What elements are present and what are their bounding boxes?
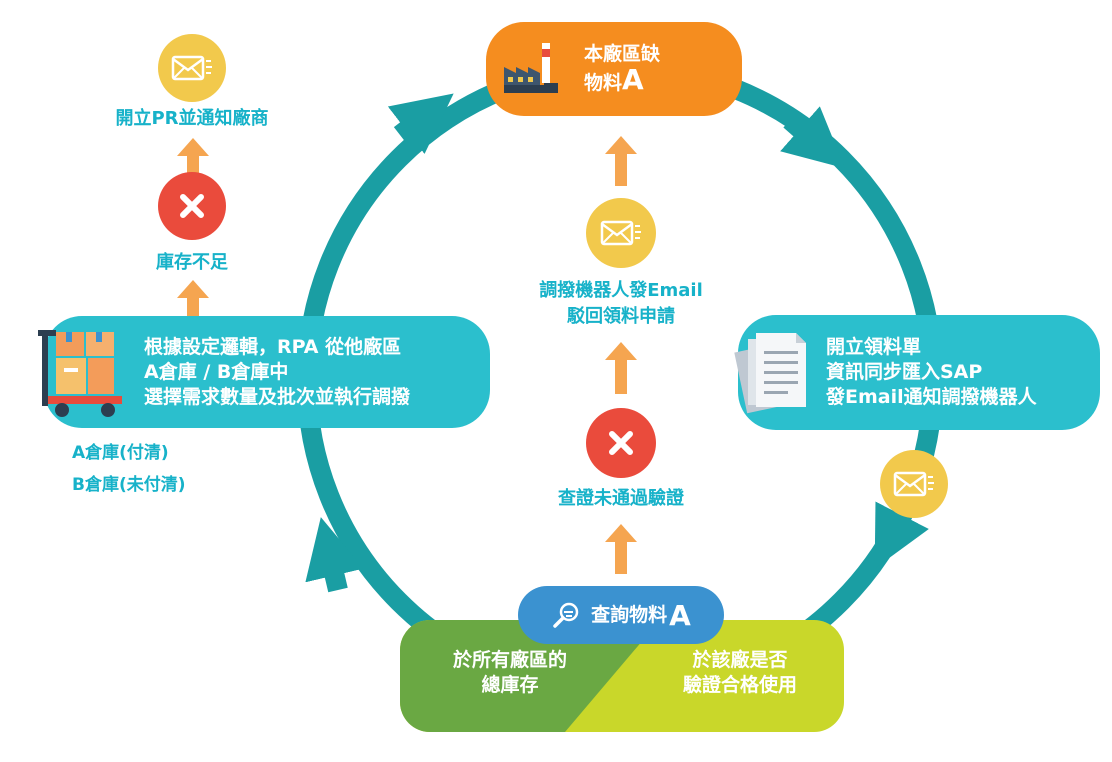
right-box-line1: 開立領料單 — [826, 336, 922, 358]
query-material-pill: 查詢物料 A — [518, 586, 724, 644]
up-arrow-center-3 — [605, 524, 637, 574]
email-icon — [600, 220, 641, 246]
right-box-line3: 發Email通知調撥機器人 — [826, 386, 1037, 408]
warehouse-b-label: B倉庫(未付清) — [72, 475, 186, 495]
bottom-right-line2: 驗證合格使用 — [682, 674, 797, 696]
email-circle-left — [158, 34, 226, 102]
up-arrow-center-2 — [605, 342, 637, 394]
up-arrow-left-1 — [177, 138, 209, 174]
factory-icon — [504, 43, 558, 93]
x-icon — [180, 194, 204, 218]
top-box-badge: A — [622, 63, 644, 96]
right-box-line2: 資訊同步匯入SAP — [826, 361, 983, 383]
left-chain-mid-label: 庫存不足 — [156, 252, 228, 273]
center-email-label-2: 駁回領料申請 — [567, 306, 675, 327]
top-box-line2: 物料 — [584, 72, 623, 94]
ring-arrow-bottom-left — [305, 517, 364, 593]
ring-arrow-top-left — [387, 93, 454, 154]
right-box-requisition: 開立領料單 資訊同步匯入SAP 發Email通知調撥機器人 — [734, 315, 1100, 430]
document-icon — [734, 332, 806, 413]
x-icon — [609, 431, 633, 455]
left-box-line1: 根據設定邏輯，RPA 從他廠區 — [144, 335, 402, 358]
up-arrow-left-2 — [177, 280, 209, 316]
email-circle-right — [880, 450, 948, 518]
email-circle-center — [586, 198, 656, 268]
search-icon — [553, 602, 579, 628]
email-icon — [171, 55, 212, 81]
bottom-left-line1: 於所有廠區的 — [452, 649, 567, 671]
left-box-line2: A倉庫 / B倉庫中 — [144, 360, 289, 383]
left-box-transfer-logic: 根據設定邏輯，RPA 從他廠區 A倉庫 / B倉庫中 選擇需求數量及批次並執行調… — [38, 316, 490, 428]
left-box-line3: 選擇需求數量及批次並執行調撥 — [144, 385, 411, 408]
warehouse-a-label: A倉庫(付清) — [72, 443, 169, 463]
email-icon — [893, 471, 934, 497]
up-arrow-center-1 — [605, 136, 637, 186]
top-box-material-shortage: 本廠區缺 物料A — [486, 22, 742, 116]
fail-circle-center — [586, 408, 656, 478]
fail-circle-left — [158, 172, 226, 240]
top-box-line1: 本廠區缺 — [584, 43, 661, 65]
center-fail-label: 查證未通過驗證 — [558, 488, 684, 509]
ring-arrow-top-right — [780, 106, 846, 169]
left-chain-top-label: 開立PR並通知廠商 — [115, 108, 269, 129]
query-badge: A — [669, 598, 691, 632]
bottom-right-line1: 於該廠是否 — [692, 649, 788, 671]
query-label: 查詢物料 — [591, 603, 668, 626]
cart-boxes-icon — [38, 330, 122, 417]
bottom-left-line2: 總庫存 — [481, 674, 539, 696]
center-email-label-1: 調撥機器人發Email — [539, 280, 703, 301]
